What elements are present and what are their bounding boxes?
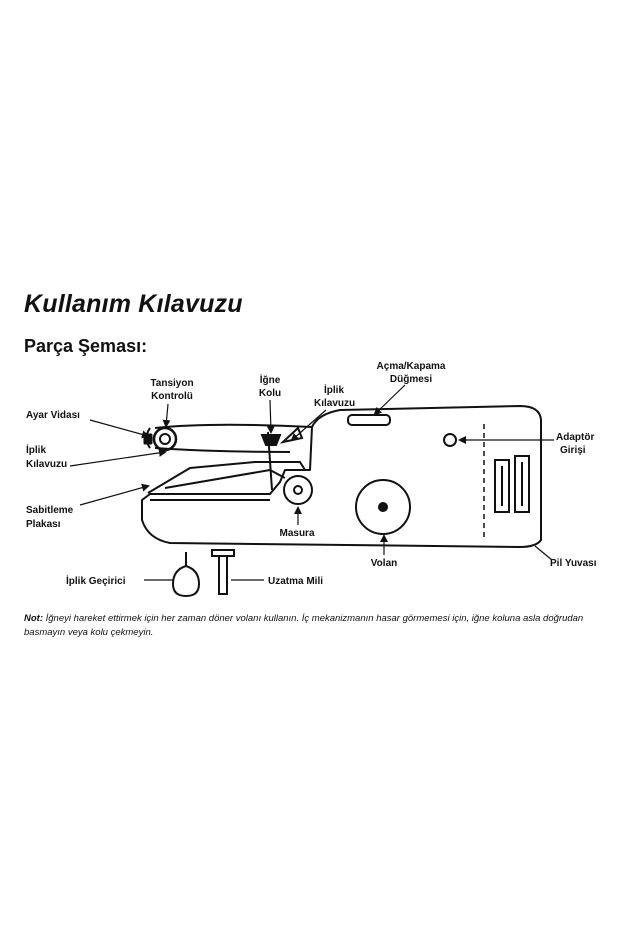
label-adaptor-girisi-2: Girişi: [560, 445, 586, 456]
adapter-port-icon: [443, 433, 457, 447]
machine-body: [141, 405, 542, 548]
label-pil-yuvasi: Pil Yuvası: [550, 558, 597, 569]
label-iplik-kilavuzu-left-1: İplik: [26, 443, 46, 456]
label-igne-kolu-1: İğne: [260, 373, 281, 386]
label-iplik-kilavuzu-left-2: Kılavuzu: [26, 459, 67, 470]
label-acma-kapama-1: Açma/Kapama: [377, 361, 446, 372]
threader-icon: [171, 552, 201, 598]
needle-icon: [260, 431, 282, 491]
extension-shaft-icon: [211, 549, 235, 595]
note-text: İğneyi hareket ettirmek için her zaman d…: [24, 613, 584, 638]
label-masura: Masura: [279, 528, 314, 539]
label-tansiyon-kontrolu-1: Tansiyon: [150, 378, 193, 389]
battery-icon: [494, 455, 530, 513]
leader-lines: [69, 384, 554, 561]
label-ayar-vidasi: Ayar Vidası: [26, 410, 80, 421]
label-sabitleme-plakasi-2: Plakası: [26, 519, 61, 530]
tension-knob-icon: [152, 426, 178, 452]
page-title: Kullanım Kılavuzu: [24, 290, 243, 318]
bobbin-icon: [283, 475, 313, 505]
section-title: Parça Şeması:: [24, 336, 148, 356]
label-acma-kapama-2: Düğmesi: [390, 374, 432, 385]
label-iplik-kilavuzu-top-1: İplik: [324, 383, 344, 396]
power-button-icon: [347, 414, 391, 426]
label-tansiyon-kontrolu-2: Kontrolü: [151, 391, 193, 402]
handwheel-icon: [355, 479, 411, 535]
label-igne-kolu-2: Kolu: [259, 388, 281, 399]
label-uzatma-mili: Uzatma Mili: [268, 576, 323, 587]
label-adaptor-girisi-1: Adaptör: [556, 432, 594, 443]
label-volan: Volan: [371, 558, 397, 569]
usage-note: Not: İğneyi hareket ettirmek için her za…: [24, 612, 609, 640]
label-iplik-gecirici: İplik Geçirici: [66, 574, 126, 587]
note-prefix: Not:: [24, 613, 43, 624]
label-iplik-kilavuzu-top-2: Kılavuzu: [314, 398, 355, 409]
label-sabitleme-plakasi-1: Sabitleme: [26, 505, 74, 516]
